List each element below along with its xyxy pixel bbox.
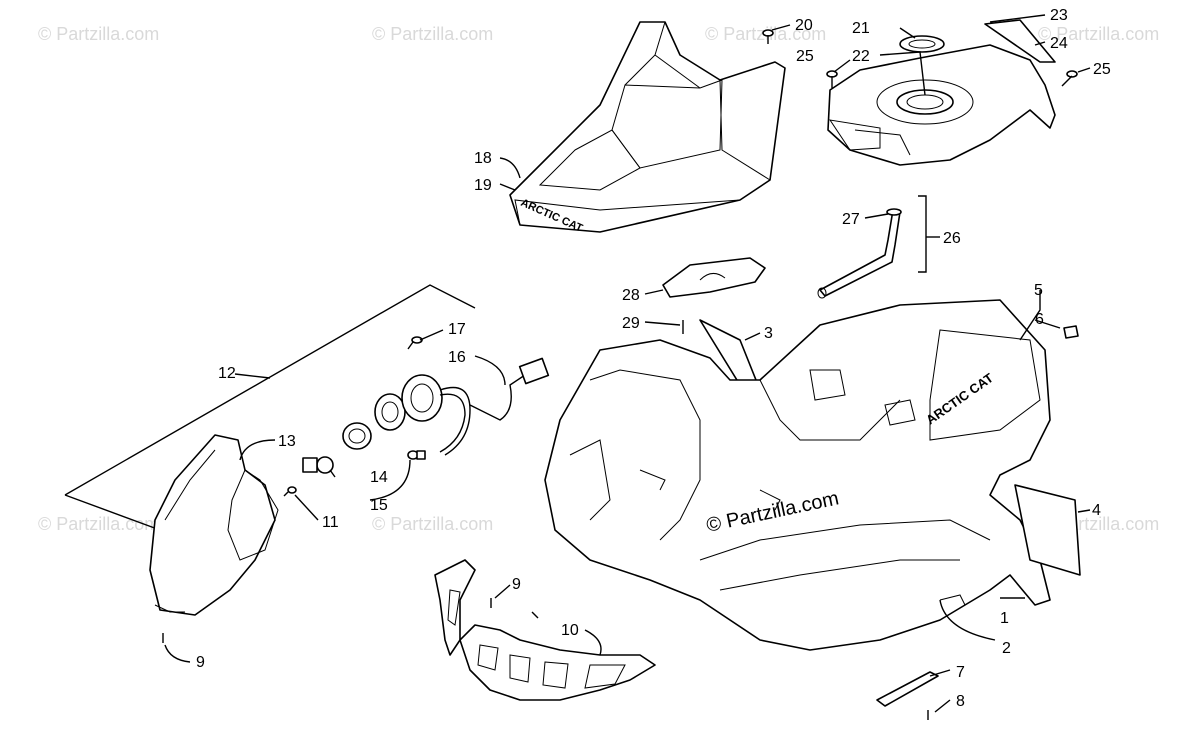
callout-25-right: 25: [1093, 61, 1111, 78]
gas-cap-21: [899, 35, 945, 53]
clip-6: [1063, 325, 1079, 339]
callout-12: 12: [218, 365, 236, 382]
callout-8: 8: [956, 693, 965, 710]
callout-6: 6: [1035, 311, 1044, 328]
callout-1: 1: [1000, 610, 1009, 627]
watermark: © Partzilla.com: [38, 514, 159, 534]
callout-9-headlight: 9: [196, 654, 205, 671]
bracket-28: [662, 257, 766, 298]
leader-lines: [164, 14, 1091, 713]
screw-25b: [1061, 70, 1078, 87]
socket-harness-16: [342, 357, 550, 456]
callout-22: 22: [852, 48, 870, 65]
screw-9-grille: [490, 598, 539, 619]
callout-29: 29: [622, 315, 640, 332]
callout-20: 20: [795, 17, 813, 34]
screw-20: [762, 29, 774, 44]
callout-11: 11: [322, 514, 339, 531]
bulb-15: [407, 450, 426, 460]
callout-27: 27: [842, 211, 860, 228]
callout-3: 3: [764, 325, 773, 342]
callout-16: 16: [448, 349, 466, 366]
callout-labels: 1 2 3 4 5 6 7 8 9 9 10 11 12 13 14 15 16…: [196, 7, 1111, 710]
front-grille-10: [434, 559, 656, 701]
screw-25a: [826, 70, 838, 88]
bulb-14: [302, 456, 334, 474]
callout-26: 26: [943, 230, 961, 247]
callout-14: 14: [370, 469, 388, 486]
callout-13: 13: [278, 433, 296, 450]
front-fender-part: ARCTIC CAT: [544, 299, 1051, 651]
watermark: © Partzilla.com: [372, 24, 493, 44]
callout-17: 17: [448, 321, 466, 338]
callout-4: 4: [1092, 502, 1101, 519]
callout-21: 21: [852, 20, 870, 37]
watermark: © Partzilla.com: [38, 24, 159, 44]
bracket-7: [876, 671, 939, 707]
callout-23: 23: [1050, 7, 1068, 24]
decal-23-24: [984, 19, 1056, 63]
callout-5: 5: [1034, 282, 1043, 299]
callout-7: 7: [956, 664, 965, 681]
watermark: © Partzilla.com: [372, 514, 493, 534]
clamp-27: [886, 195, 927, 273]
tank-cover-part: [827, 44, 1056, 166]
decal-4: [1014, 484, 1081, 576]
callout-24: 24: [1050, 35, 1068, 52]
headlight-assembly: [64, 284, 476, 616]
screw-17: [407, 336, 423, 350]
watermark: © Partzilla.com: [1038, 24, 1159, 44]
callout-19: 19: [474, 177, 492, 194]
callout-18: 18: [474, 150, 492, 167]
callout-9-grille: 9: [512, 576, 521, 593]
callout-2: 2: [1002, 640, 1011, 657]
callout-15: 15: [370, 497, 388, 514]
seat-part: ARCTIC CAT: [509, 21, 786, 235]
callout-28: 28: [622, 287, 640, 304]
callout-10: 10: [561, 622, 579, 639]
screw-11: [283, 486, 297, 497]
callout-25-left: 25: [796, 48, 814, 65]
